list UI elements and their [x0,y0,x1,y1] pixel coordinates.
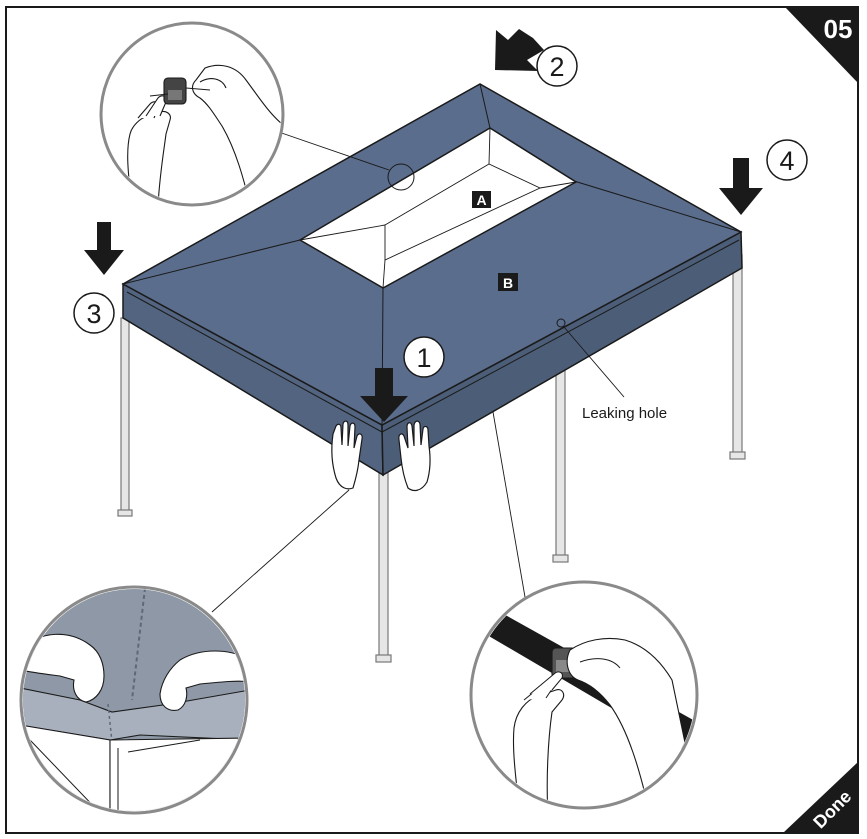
marker-2-text: 2 [549,52,564,82]
step-corner-badge: 05 [785,7,858,83]
marker-1-text: 1 [416,343,431,373]
canopy [121,83,743,477]
step-number: 05 [824,14,853,44]
marker-3: 3 [73,292,115,334]
arrow-down-icon [719,158,763,215]
leg-right [732,254,743,459]
detail-circle-buckle-top [99,21,285,207]
done-corner-badge: Done [783,762,858,833]
hand-left [331,420,363,490]
leaking-hole-marker [556,318,566,328]
marker-4: 4 [766,139,808,181]
arrow-down-icon [360,368,408,422]
marker-4-text: 4 [779,146,794,176]
leg-back-middle-foot [552,554,569,563]
hand-icon [331,420,431,492]
arrow-4 [719,158,763,215]
hand-right [398,420,431,492]
panel-a-text: A [476,192,486,208]
leg-back-middle [555,369,566,561]
leg-left [120,317,130,514]
marker-2: 2 [536,45,578,87]
canopy-valance-line [126,239,740,433]
panel-b-text: B [503,275,513,291]
arrow-down-icon [84,222,124,275]
arrow-1 [360,368,408,422]
leg-right-foot [729,451,746,460]
page-border [5,6,859,834]
leaking-hole-label: Leaking hole [582,405,667,422]
panel-label-a: A [472,191,491,208]
leg-front [378,469,389,661]
arrow-3 [84,222,124,275]
leg-front-foot [375,654,392,663]
detail-circle-strap-buckle [469,580,699,810]
zoom-target-ring [387,163,415,191]
arrow-diagonal-icon [495,29,544,71]
marker-1: 1 [403,336,445,378]
leaking-hole-leader [563,326,625,398]
marker-3-text: 3 [86,299,101,329]
panel-label-b: B [498,273,518,291]
detail-circle-corner-tuck [19,585,249,815]
arrow-2 [495,29,544,71]
leg-left-foot [117,509,133,517]
